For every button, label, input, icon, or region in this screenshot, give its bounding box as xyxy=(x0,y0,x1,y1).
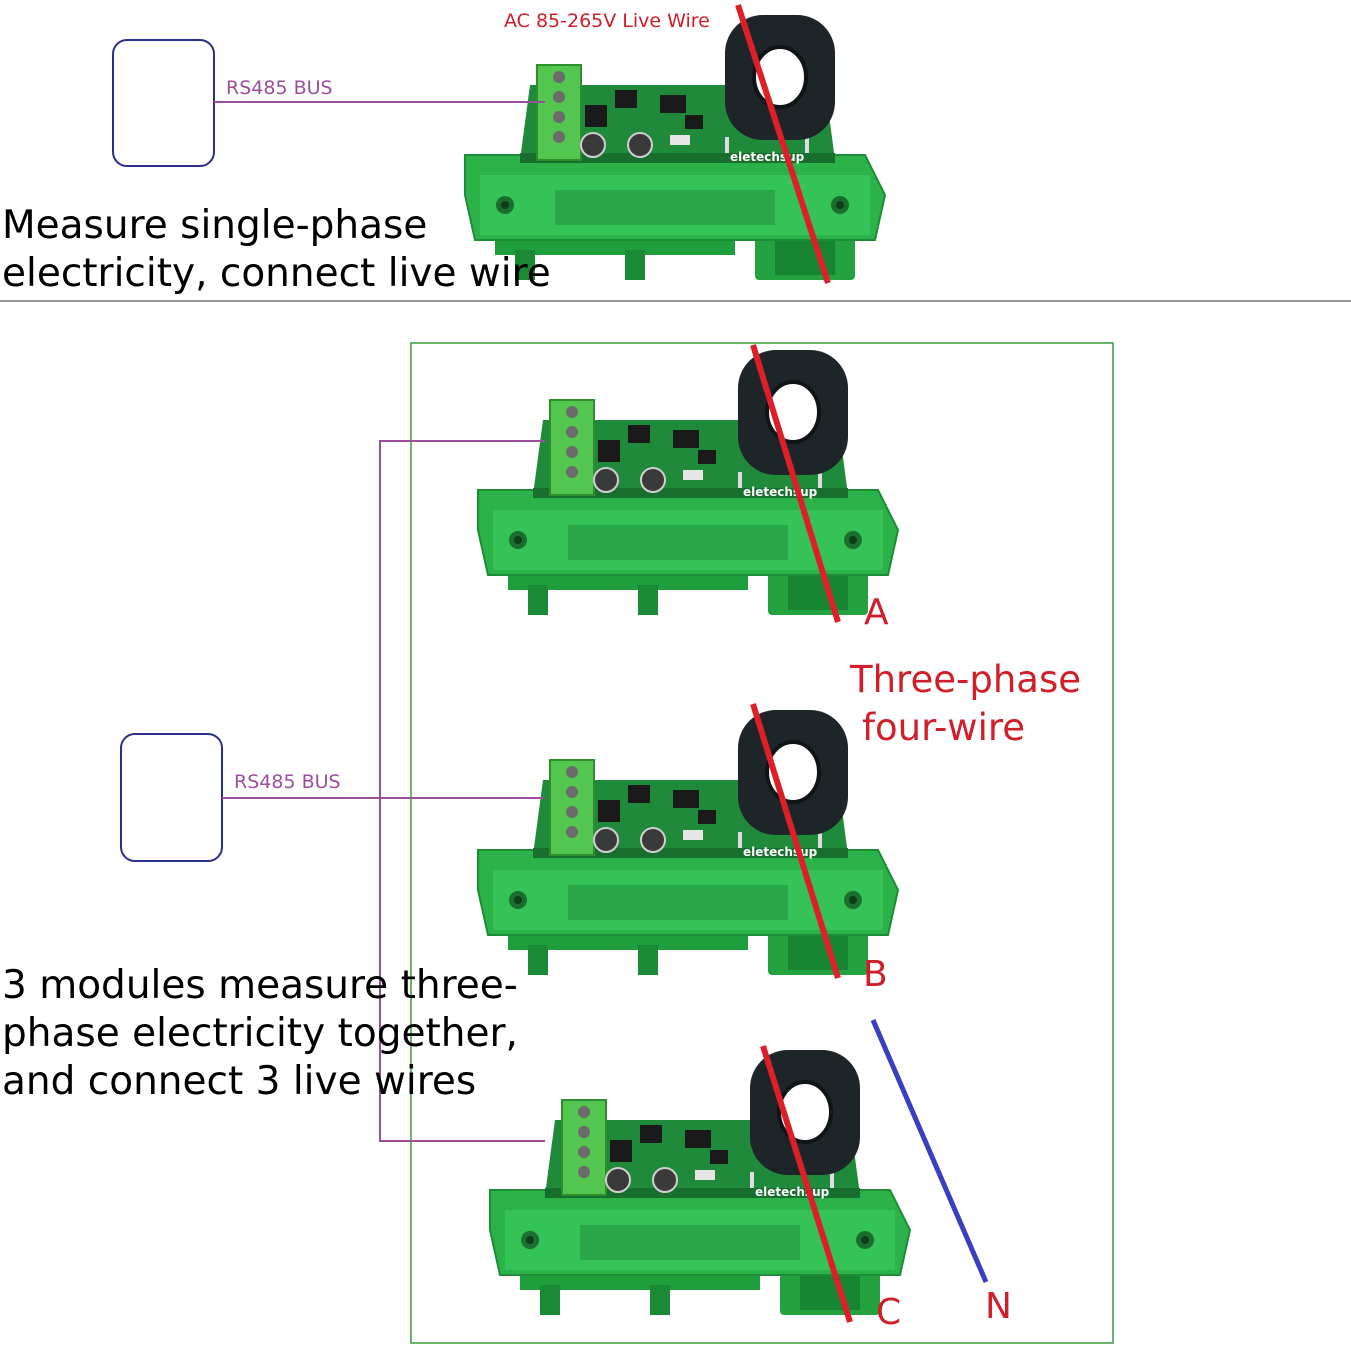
bottom-caption-line-3: and connect 3 live wires xyxy=(2,1059,477,1104)
phase-c-live-wire xyxy=(760,1045,853,1323)
bottom-rs485-bus-lines xyxy=(222,440,545,1142)
phase-b-live-wire xyxy=(750,703,841,979)
bottom-section xyxy=(120,342,1114,1344)
top-caption-line-1: Measure single-phase xyxy=(2,203,428,248)
top-rs485-master-box xyxy=(112,39,215,167)
neutral-label: N xyxy=(985,1286,1012,1327)
neutral-wire xyxy=(870,1019,989,1283)
phase-a-module xyxy=(476,348,900,617)
bottom-caption-line-2: phase electricity together, xyxy=(2,1011,518,1056)
bottom-caption-line-1: 3 modules measure three- xyxy=(2,963,518,1008)
top-live-wire-label: AC 85-265V Live Wire xyxy=(504,10,710,32)
bottom-rs485-bus-label: RS485 BUS xyxy=(234,771,341,793)
three-phase-label-line-2: four-wire xyxy=(862,706,1026,749)
top-rs485-bus-label: RS485 BUS xyxy=(226,77,333,99)
three-phase-label-line-1: Three-phase xyxy=(850,658,1081,701)
phase-b-module xyxy=(476,708,900,977)
top-section xyxy=(112,4,887,284)
bottom-rs485-master-box xyxy=(120,733,223,862)
phase-c-module xyxy=(488,1048,912,1317)
phase-c-label: C xyxy=(876,1292,902,1333)
phase-a-label: A xyxy=(864,592,889,633)
top-energy-module xyxy=(463,13,887,282)
top-caption-line-2: electricity, connect live wire xyxy=(2,251,551,296)
phase-b-label: B xyxy=(863,954,888,995)
top-live-wire xyxy=(735,4,831,284)
three-phase-panel-border xyxy=(410,342,1114,1344)
phase-a-live-wire xyxy=(750,344,841,623)
